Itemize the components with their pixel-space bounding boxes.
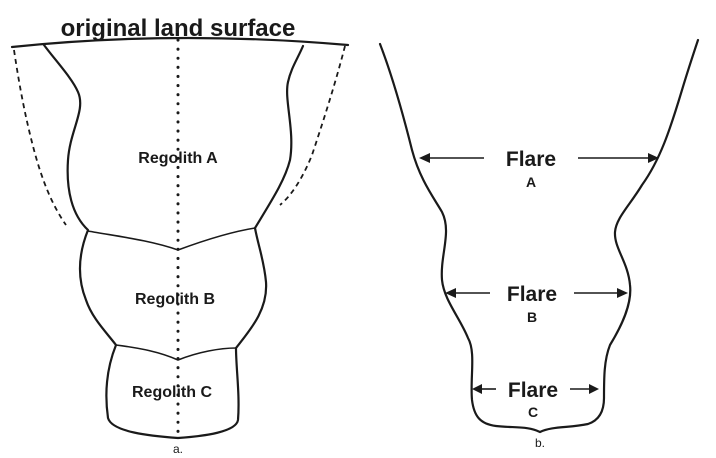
panel-b-caption: b. (535, 436, 545, 450)
flare-a-arrowhead-right (648, 153, 659, 163)
land-surface-label: original land surface (61, 15, 296, 42)
regolith-b-label: Regolith B (135, 291, 215, 308)
panel-a-caption: a. (173, 442, 183, 456)
flare-b-arrowhead-right (617, 288, 628, 298)
flare-a-letter: A (526, 174, 536, 190)
dashed-outline-right (279, 45, 346, 206)
flare-outline (378, 38, 700, 434)
boundary-b-c (115, 344, 237, 361)
flare-b-word: Flare (507, 283, 557, 306)
boundary-a-b (87, 227, 256, 251)
regolith-a-label: Regolith A (138, 150, 218, 167)
flare-a-arrowhead-left (419, 153, 430, 163)
flare-b-arrowhead-left (445, 288, 456, 298)
flare-c-arrow (472, 384, 599, 394)
flare-a-word: Flare (506, 148, 556, 171)
panel-a: original land surface Regolith A Regolit… (10, 15, 350, 456)
flare-c-arrowhead-right (589, 384, 599, 394)
flare-c-arrowhead-left (472, 384, 482, 394)
flare-a-arrow (419, 153, 659, 163)
flare-c-letter: C (528, 404, 538, 420)
land-surface-line (10, 36, 350, 49)
flare-b-letter: B (527, 309, 537, 325)
flare-b-arrow (445, 288, 628, 298)
flare-c-word: Flare (508, 379, 558, 402)
panel-b: Flare A Flare B Flare C b. (378, 38, 700, 450)
regolith-c-label: Regolith C (132, 384, 212, 401)
regolith-body-outline (42, 43, 305, 440)
dashed-outline-left (13, 49, 67, 226)
